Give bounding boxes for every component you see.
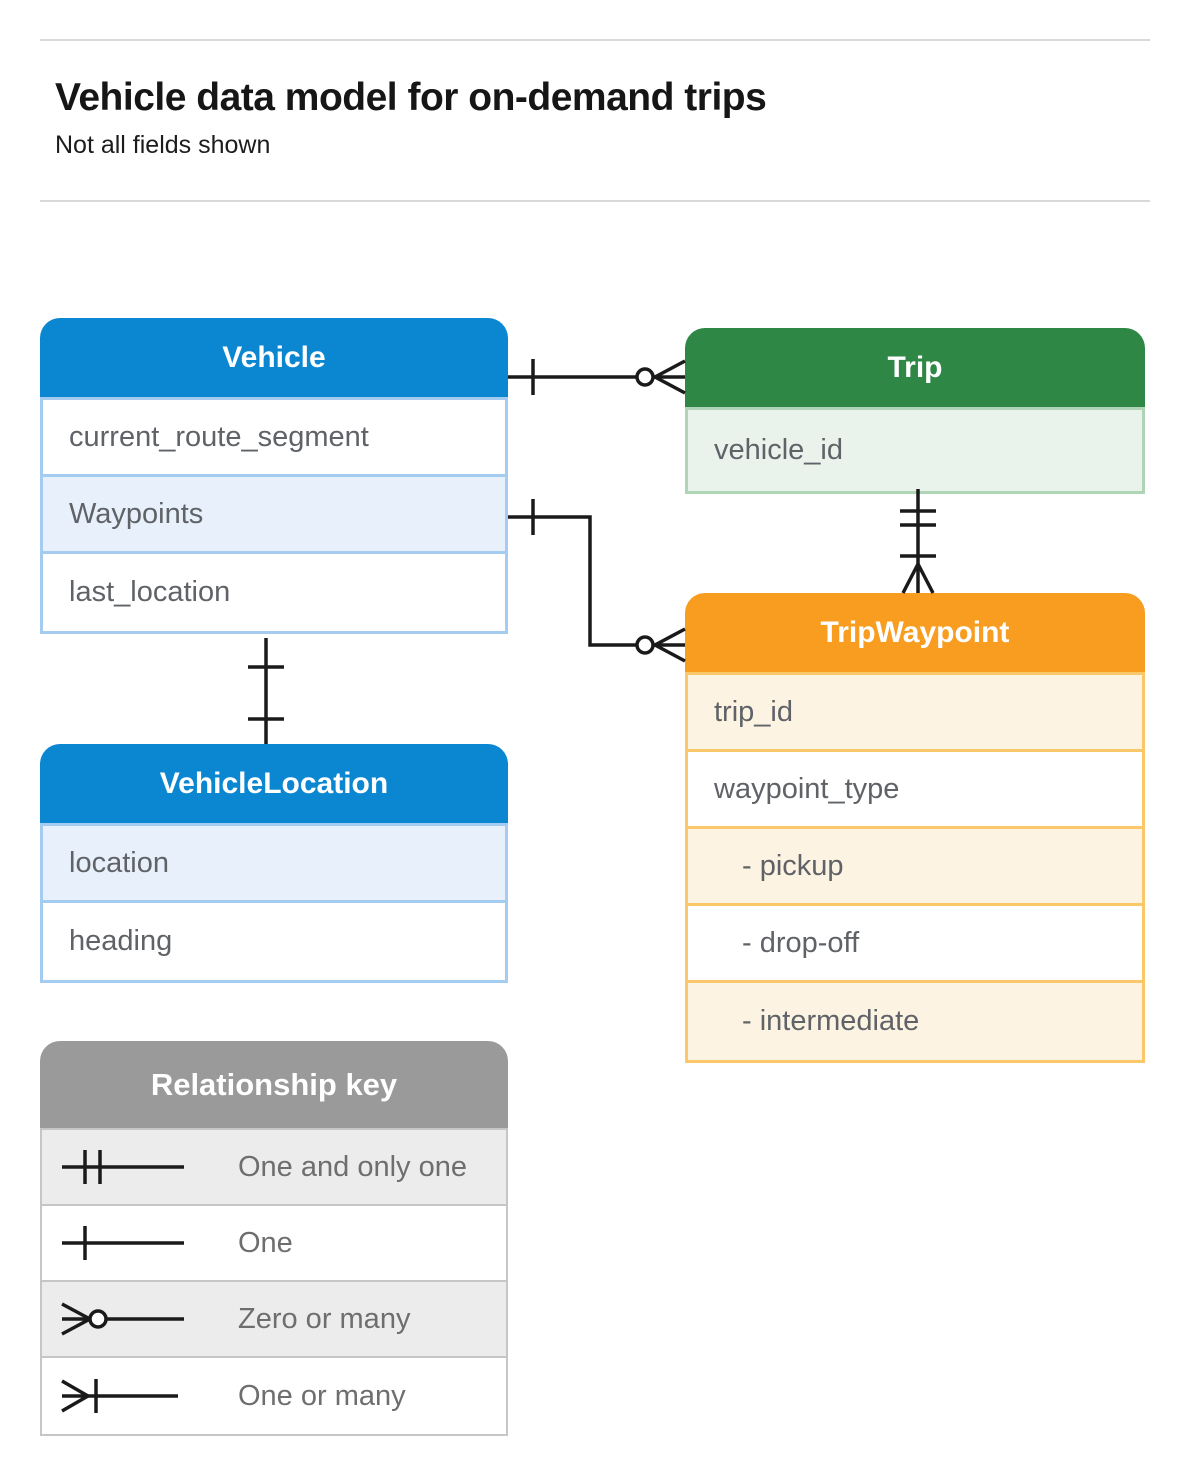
legend-label: One or many	[238, 1379, 406, 1412]
one-ticks	[248, 665, 284, 721]
connector-line	[508, 515, 685, 647]
entity-tripwaypoint-header: TripWaypoint	[685, 593, 1145, 672]
zero-or-many-symbol	[61, 1302, 184, 1336]
relationship-key-header: Relationship key	[40, 1041, 508, 1128]
field-heading: heading	[43, 903, 505, 980]
zero-circle	[635, 635, 655, 655]
field-last-location: last_location	[43, 554, 505, 631]
enum-pickup: - pickup	[688, 829, 1142, 906]
entity-trip-header: Trip	[685, 328, 1145, 407]
relationship-key: Relationship key One and only one One Ze…	[40, 1041, 508, 1436]
one-symbol	[62, 1226, 184, 1260]
entity-vehiclelocation: VehicleLocation location heading	[40, 744, 508, 983]
field-vehicle-id: vehicle_id	[688, 410, 1142, 491]
field-location: location	[43, 826, 505, 903]
crow-foot	[654, 359, 686, 395]
page-title: Vehicle data model for on-demand trips	[55, 76, 767, 119]
crow-foot	[901, 563, 935, 594]
entity-vehicle-header: Vehicle	[40, 318, 508, 397]
enum-drop-off: - drop-off	[688, 906, 1142, 983]
legend-row-one-and-only-one: One and only one	[42, 1130, 506, 1206]
crow-foot	[654, 627, 686, 663]
enum-intermediate: - intermediate	[688, 983, 1142, 1060]
field-waypoint-type: waypoint_type	[688, 752, 1142, 829]
field-waypoints: Waypoints	[43, 477, 505, 554]
legend-label: One	[238, 1226, 293, 1259]
legend-row-one-or-many: One or many	[42, 1358, 506, 1434]
zero-circle	[635, 367, 655, 387]
entity-vehicle: Vehicle current_route_segment Waypoints …	[40, 318, 508, 634]
legend-row-one: One	[42, 1206, 506, 1282]
legend-label: One and only one	[238, 1150, 467, 1183]
entity-tripwaypoint: TripWaypoint trip_id waypoint_type - pic…	[685, 593, 1145, 1063]
connector-waypoints-tripwaypoint	[508, 499, 686, 663]
field-trip-id: trip_id	[688, 675, 1142, 752]
page-subtitle: Not all fields shown	[55, 131, 271, 159]
legend-row-zero-or-many: Zero or many	[42, 1282, 506, 1358]
header-divider	[40, 200, 1150, 202]
field-current-route-segment: current_route_segment	[43, 400, 505, 477]
connector-trip-tripwaypoint	[900, 489, 936, 594]
legend-label: Zero or many	[238, 1302, 411, 1335]
entity-vehiclelocation-header: VehicleLocation	[40, 744, 508, 823]
connector-vehicle-vehiclelocation	[248, 638, 284, 744]
top-divider	[40, 39, 1150, 41]
one-and-only-one-symbol	[62, 1150, 184, 1184]
entity-trip: Trip vehicle_id	[685, 328, 1145, 494]
connector-vehicle-trip	[508, 359, 686, 395]
one-and-only-one-ticks	[900, 509, 936, 527]
one-or-many-symbol	[61, 1379, 178, 1413]
